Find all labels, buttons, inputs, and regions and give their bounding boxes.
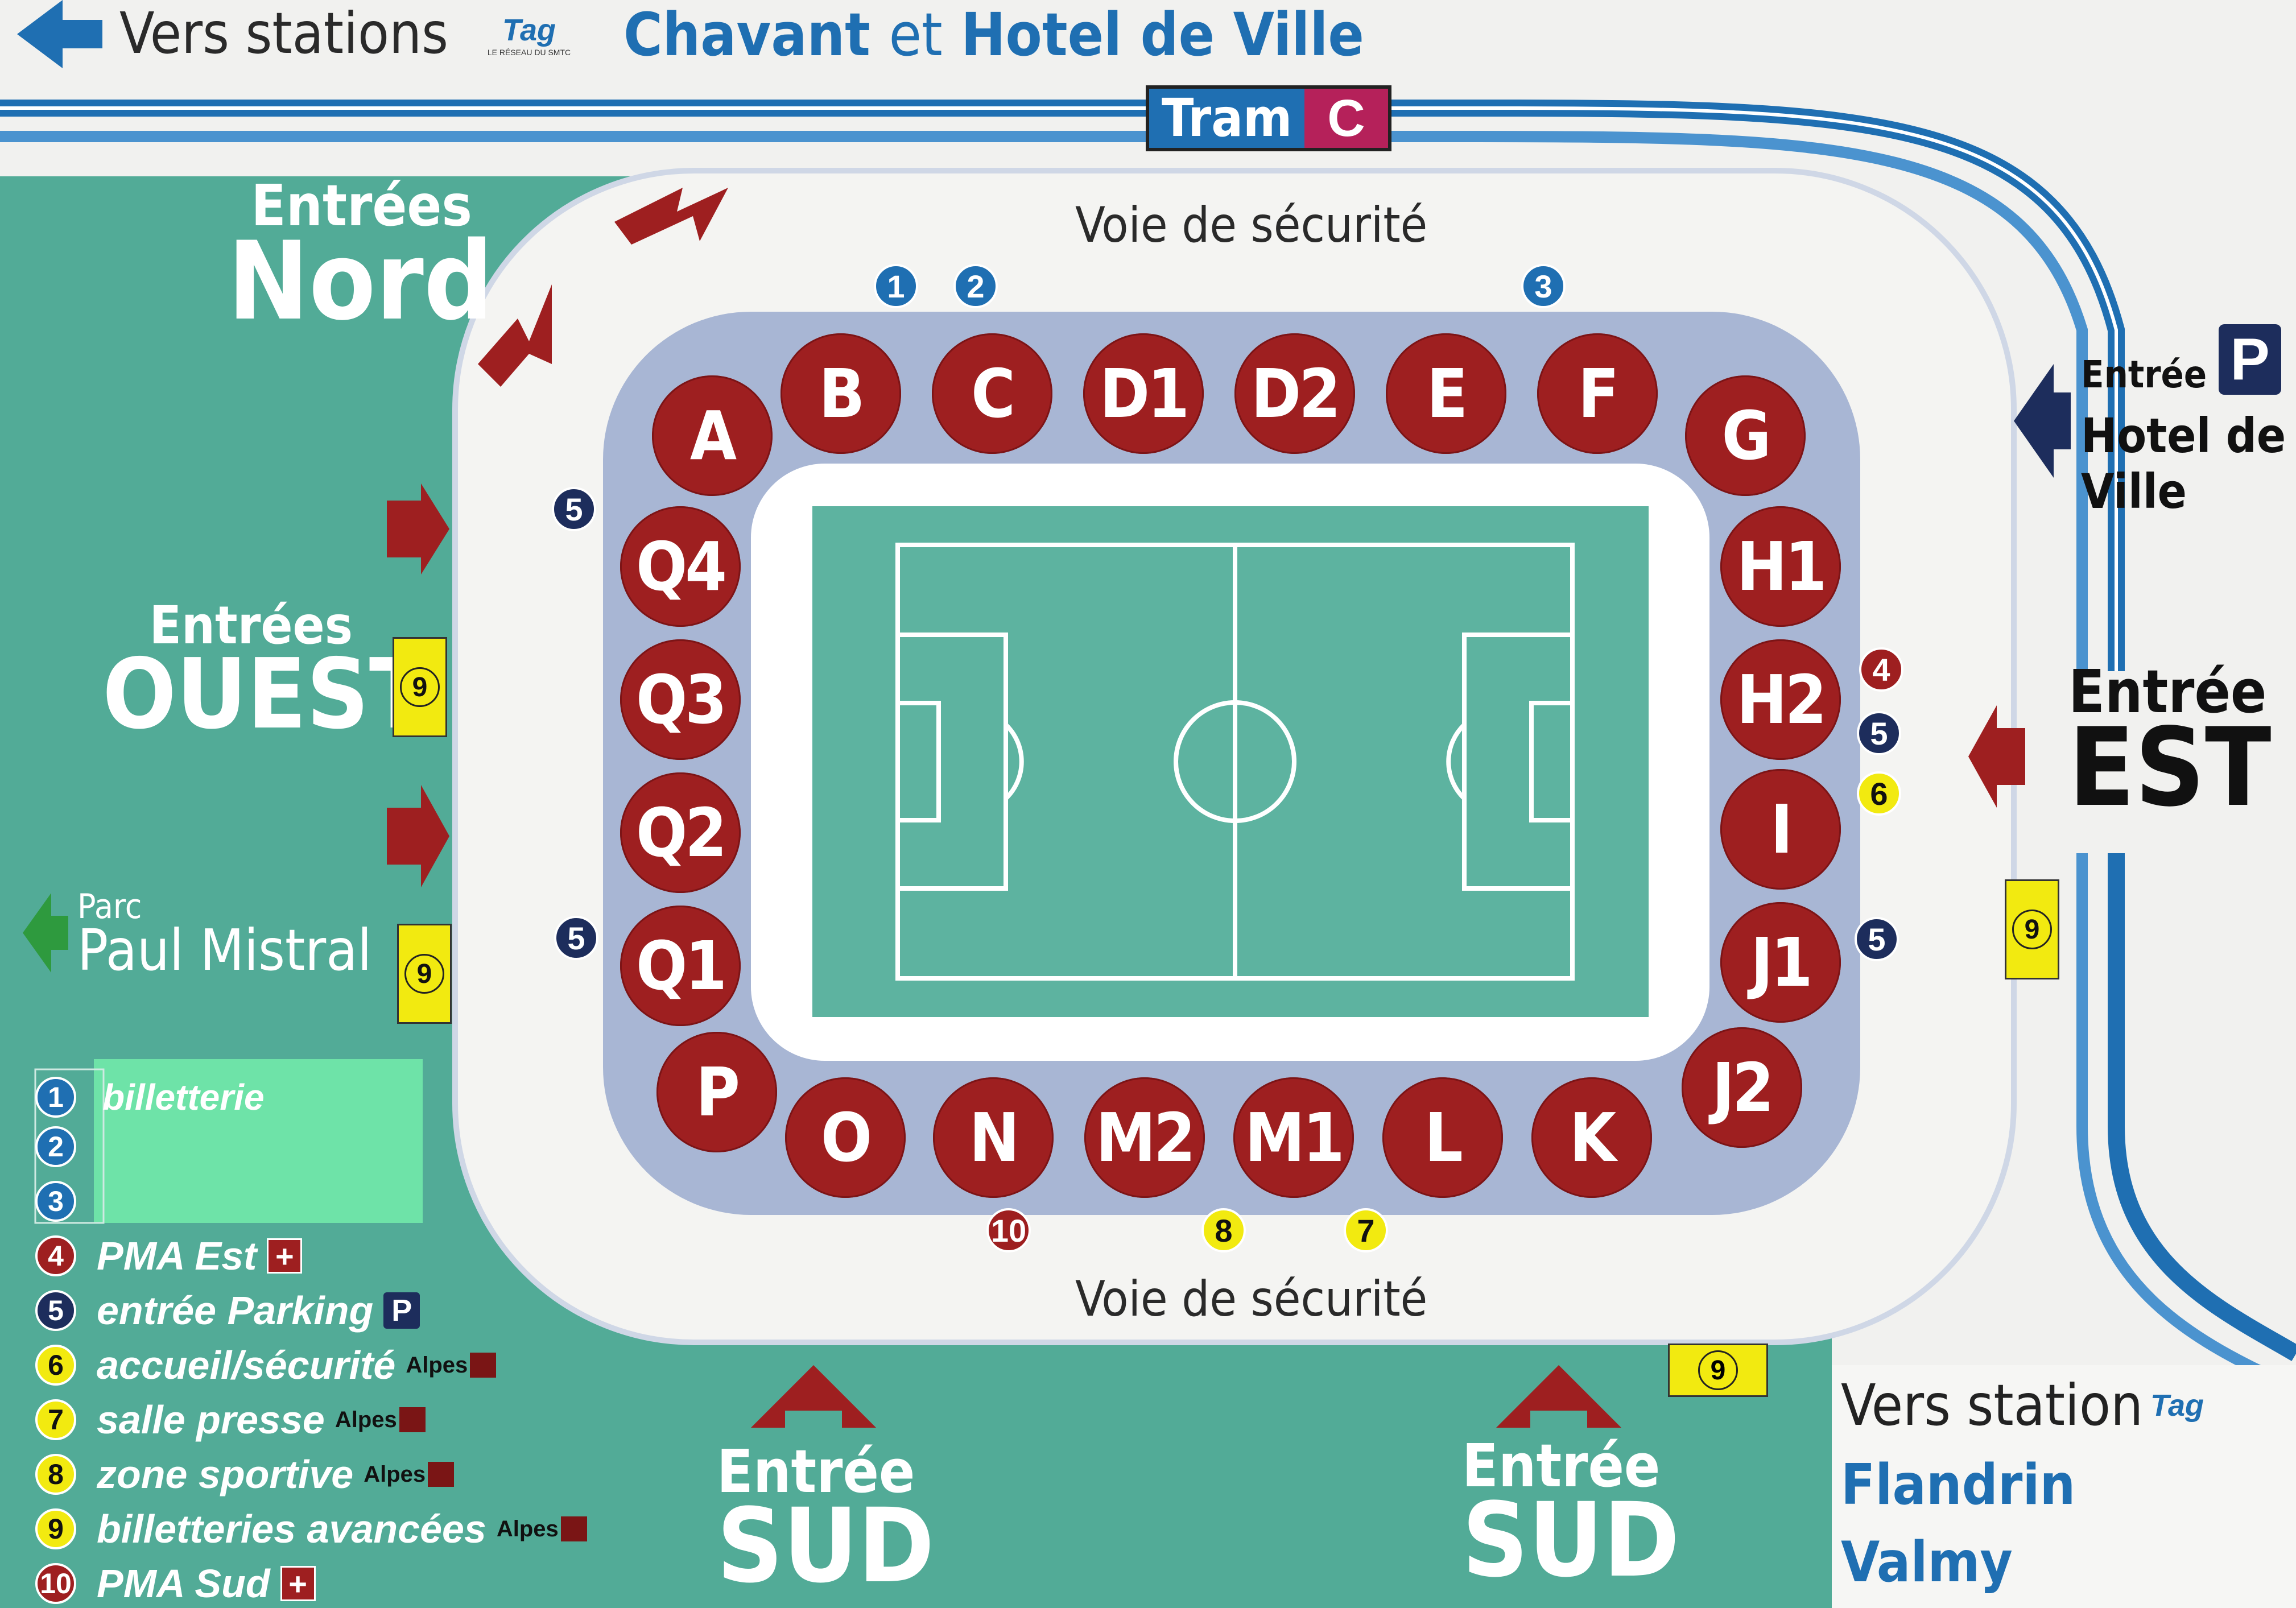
vers-station-label: Vers station xyxy=(1841,1372,2144,1438)
park-arrow xyxy=(23,893,68,973)
legend-item-9: 9 billetteries avancées Alpes xyxy=(35,1506,587,1552)
parking-icon: P xyxy=(383,1292,420,1329)
alpes-logo-icon: Alpes xyxy=(335,1407,426,1433)
tram-line-label: Tram C xyxy=(1146,85,1391,151)
billetterie-avancee-9-ouest-2: 9 xyxy=(397,924,452,1024)
medical-cross-icon: + xyxy=(267,1238,303,1274)
badge-pma-sud-10: 10 xyxy=(986,1208,1031,1252)
legend-item-4: 4 PMA Est + xyxy=(35,1233,303,1279)
header-left-arrow xyxy=(17,0,102,68)
sector-l[interactable]: L xyxy=(1382,1077,1503,1198)
badge-zone-sportive-8: 8 xyxy=(1201,1208,1246,1252)
sector-d1[interactable]: D1 xyxy=(1083,333,1204,454)
flandrin-panel xyxy=(1832,1365,2296,1608)
flandrin-label: Flandrin xyxy=(1841,1453,2076,1518)
sector-p[interactable]: P xyxy=(656,1032,777,1152)
entrance-arrows xyxy=(387,188,2025,1428)
sector-i[interactable]: I xyxy=(1720,769,1841,890)
sector-b[interactable]: B xyxy=(781,333,901,454)
sector-c[interactable]: C xyxy=(932,333,1052,454)
parking-arrow xyxy=(2014,364,2071,478)
badge-billetterie-1: 1 xyxy=(874,264,918,308)
sector-o[interactable]: O xyxy=(785,1077,906,1198)
legend-item-10: 10 PMA Sud + xyxy=(35,1561,316,1606)
parking-sign: P xyxy=(2219,324,2281,395)
sector-d2[interactable]: D2 xyxy=(1234,333,1355,454)
badge-billetterie-3: 3 xyxy=(1521,264,1566,308)
sector-a[interactable]: A xyxy=(652,375,773,496)
sector-q4[interactable]: Q4 xyxy=(620,506,741,627)
sector-h1[interactable]: H1 xyxy=(1720,506,1841,627)
sector-j1[interactable]: J1 xyxy=(1720,902,1841,1023)
billetterie-avancee-9-est: 9 xyxy=(2005,879,2059,979)
header-destinations: Chavant et Hotel de Ville xyxy=(623,0,1364,69)
entree-est-label: Entrée EST xyxy=(2068,657,2272,830)
entrees-nord-label: Entrées Nord xyxy=(228,172,494,344)
sector-q1[interactable]: Q1 xyxy=(620,906,741,1026)
entrees-ouest-label: Entrées OUEST xyxy=(102,595,429,751)
legend-item-6: 6 accueil/sécurité Alpes xyxy=(35,1342,497,1388)
pitch xyxy=(812,506,1649,1017)
sector-m2[interactable]: M2 xyxy=(1084,1077,1205,1198)
pitch-lines xyxy=(895,543,1575,981)
legend-item-2: 2 xyxy=(35,1126,76,1167)
tag-logo: Tag LE RÉSEAU DU SMTC xyxy=(487,13,571,57)
billetterie-avancee-9-ouest-1: 9 xyxy=(393,637,447,737)
voie-securite-top: Voie de sécurité xyxy=(1075,197,1428,254)
sector-e[interactable]: E xyxy=(1386,333,1506,454)
legend-item-5: 5 entrée Parking P xyxy=(35,1288,420,1333)
legend-highlight xyxy=(94,1059,423,1223)
legend-item-7: 7 salle presse Alpes xyxy=(35,1397,426,1442)
sector-q2[interactable]: Q2 xyxy=(620,772,741,893)
badge-parking-5-sw: 5 xyxy=(554,916,598,960)
tag-logo-2: Tag xyxy=(2150,1388,2204,1423)
alpes-logo-icon: Alpes xyxy=(364,1462,455,1487)
entree-sud-1-label: Entrée SUD xyxy=(717,1437,935,1606)
sector-j2[interactable]: J2 xyxy=(1682,1027,1802,1148)
badge-parking-5-se: 5 xyxy=(1855,917,1899,961)
voie-securite-bottom: Voie de sécurité xyxy=(1075,1271,1428,1328)
sector-g[interactable]: G xyxy=(1685,375,1806,496)
badge-parking-5-east: 5 xyxy=(1857,711,1901,755)
sector-m1[interactable]: M1 xyxy=(1233,1077,1354,1198)
alpes-logo-icon: Alpes xyxy=(406,1353,497,1378)
legend-item-1: 1 billetterie xyxy=(35,1076,265,1118)
sector-h2[interactable]: H2 xyxy=(1720,639,1841,760)
badge-parking-5-nw: 5 xyxy=(552,487,596,531)
sector-f[interactable]: F xyxy=(1537,333,1658,454)
sector-k[interactable]: K xyxy=(1531,1077,1652,1198)
billetterie-avancee-9-sud: 9 xyxy=(1668,1344,1768,1397)
badge-billetterie-2: 2 xyxy=(953,264,998,308)
sector-q3[interactable]: Q3 xyxy=(620,639,741,760)
badge-pma-est-4: 4 xyxy=(1859,647,1903,692)
teal-ground-south xyxy=(683,1297,1832,1608)
legend-item-3: 3 xyxy=(35,1181,76,1222)
alpes-logo-icon: Alpes xyxy=(497,1516,587,1542)
tram-track xyxy=(0,100,2296,1394)
header-vers-stations: Vers stations xyxy=(119,0,448,67)
parc-paul-mistral-label: Parc Paul Mistral xyxy=(77,887,372,983)
valmy-label: Valmy xyxy=(1841,1530,2013,1595)
entree-parking-label: Entrée Hotel de Ville xyxy=(2081,353,2286,519)
sector-n[interactable]: N xyxy=(933,1077,1054,1198)
entree-sud-2-label: Entrée SUD xyxy=(1462,1431,1680,1600)
badge-accueil-6: 6 xyxy=(1857,771,1901,816)
badge-salle-presse-7: 7 xyxy=(1344,1208,1388,1252)
medical-cross-icon: + xyxy=(280,1566,316,1602)
legend-item-8: 8 zone sportive Alpes xyxy=(35,1452,455,1497)
